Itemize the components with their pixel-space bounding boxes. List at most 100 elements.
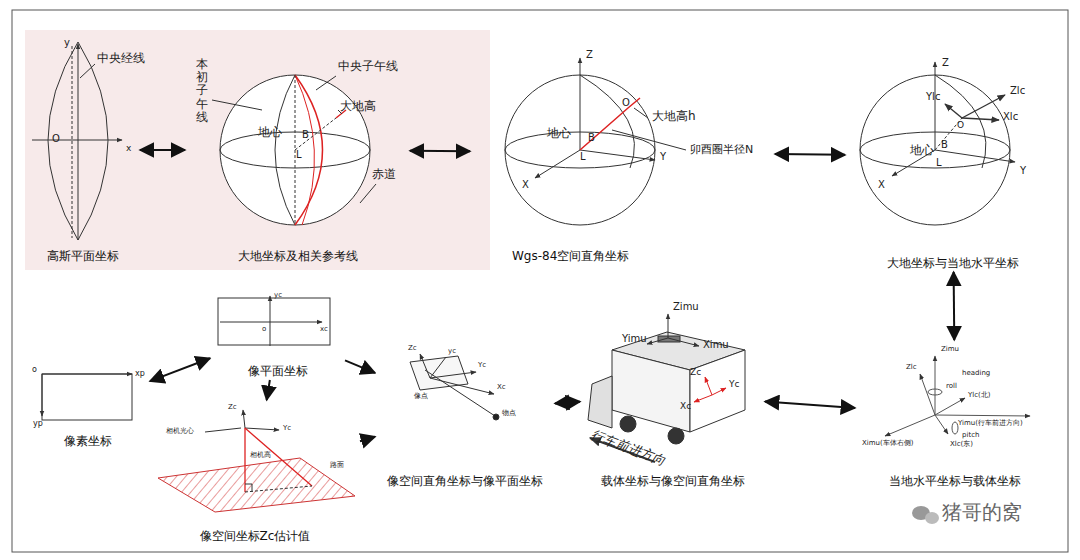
axis-label: Yimu(行车前进方向) <box>958 420 1023 427</box>
axis-label: Xc <box>680 402 691 411</box>
axis-label: 卯酉圈半径N <box>690 144 753 155</box>
image-space-axes-stroke <box>493 414 499 420</box>
transform-arrow <box>345 360 375 372</box>
axis-label: Z <box>942 58 949 68</box>
coordinate-panel: 当地水平坐标与载体坐标 <box>855 340 1055 490</box>
frame-stroke <box>12 10 1068 552</box>
axis-label: Zc <box>408 345 417 352</box>
axis-label: heading <box>962 370 990 377</box>
pixel-frame-stroke <box>42 374 43 416</box>
pixel-frame-stroke <box>42 374 132 420</box>
wgs84-sphere-stroke <box>634 108 648 118</box>
axis-label: o <box>32 366 37 374</box>
transform-arrow <box>765 402 855 408</box>
level-vehicle-axes-stroke <box>935 415 1030 416</box>
axis-label: 路面 <box>330 462 344 469</box>
axis-label: O <box>957 121 964 130</box>
image-space-axes <box>410 354 499 420</box>
image-plane-stroke <box>270 296 271 346</box>
axis-label: B <box>941 140 948 150</box>
axis-label: L <box>296 150 302 160</box>
axis-label: Zlc <box>906 364 917 371</box>
coordinate-panel: 载体坐标与像空间直角坐标 <box>580 300 765 490</box>
geodetic-sphere-stroke <box>360 184 376 203</box>
gauss-plane <box>32 42 122 240</box>
axis-label: O <box>52 134 60 144</box>
gauss-plane-stroke <box>78 44 79 240</box>
coordinate-panel: 高斯平面坐标 <box>25 35 140 265</box>
wgs84-sphere <box>505 58 686 225</box>
geodetic-sphere-stroke <box>275 75 295 225</box>
zc-estimate-stroke <box>205 428 241 432</box>
coordinate-panel: 像素坐标 <box>25 360 150 450</box>
panel-caption: 载体坐标与像空间直角坐标 <box>599 472 747 490</box>
panel-caption: Wgs-84空间直角坐标 <box>510 247 631 265</box>
transform-arrow <box>953 272 956 340</box>
panel-caption: 当地水平坐标与载体坐标 <box>887 472 1023 490</box>
axis-label: 中央子午线 <box>338 60 398 72</box>
gauss-plane-stroke <box>48 42 108 240</box>
local-level-sphere-stroke <box>935 150 1015 162</box>
axis-label: 物点 <box>502 410 516 417</box>
axis-label: Yc <box>729 380 739 389</box>
axis-label: 大地高h <box>652 110 696 122</box>
image-space-axes-stroke <box>430 378 494 394</box>
panel-caption: 像空间直角坐标与像平面坐标 <box>385 472 545 490</box>
transform-arrow <box>150 358 210 381</box>
axis-label: 地心 <box>910 144 934 156</box>
vehicle-truck-stroke <box>588 376 612 428</box>
geodetic-sphere-stroke <box>295 75 314 225</box>
local-level-sphere-stroke <box>935 75 986 168</box>
zc-estimate-stroke <box>158 458 355 512</box>
axis-label: Zimu <box>941 346 959 353</box>
vehicle-truck-stroke <box>694 395 712 402</box>
axis-label: 赤道 <box>372 168 396 180</box>
level-vehicle-axes <box>885 356 1030 436</box>
zc-estimate-stroke <box>244 428 245 492</box>
wgs84-sphere-stroke <box>580 98 640 150</box>
level-vehicle-axes-stroke <box>935 398 965 415</box>
axis-label: xc <box>320 326 328 333</box>
level-vehicle-axes-stroke <box>928 389 942 395</box>
geodetic-sphere-stroke <box>212 100 262 110</box>
vehicle-truck-stroke <box>612 350 690 432</box>
wgs84-sphere-stroke <box>580 58 581 150</box>
vehicle-truck-stroke <box>705 377 712 395</box>
frame-stroke <box>25 30 490 270</box>
pixel-frame <box>42 374 132 420</box>
transform-arrow <box>555 402 580 404</box>
axis-label: X <box>878 180 885 190</box>
level-vehicle-axes-stroke <box>952 422 958 434</box>
axis-label: 像点 <box>414 393 428 400</box>
frame <box>12 10 1068 552</box>
axis-label: roll <box>946 383 957 390</box>
vehicle-truck-stroke <box>647 338 668 344</box>
vehicle-truck-stroke <box>658 336 680 342</box>
axis-label: Ylc <box>926 92 940 102</box>
vehicle-truck-stroke <box>668 428 684 444</box>
geodetic-sphere <box>212 75 376 225</box>
axis-label: yp <box>33 420 43 428</box>
axis-label: o <box>262 326 266 333</box>
axis-label: 相机高 <box>250 452 271 459</box>
transform-arrow <box>267 380 270 400</box>
local-level-sphere-stroke <box>962 95 1005 118</box>
vehicle-truck-stroke <box>690 350 745 432</box>
image-space-axes-stroke <box>430 372 476 378</box>
watermark: 猪哥的窝 <box>942 502 1022 522</box>
axis-label: Yc <box>283 425 291 432</box>
coordinate-panel: 像空间坐标Zc估计值 <box>150 400 360 545</box>
gauss-plane-stroke <box>72 46 73 238</box>
image-space-axes-stroke <box>425 370 495 416</box>
image-plane-stroke <box>218 298 330 345</box>
panel-caption: 大地坐标及相关参考线 <box>236 247 360 265</box>
axis-label: Yc <box>478 362 486 369</box>
axis-label: L <box>580 152 586 162</box>
wgs84-sphere-stroke <box>580 150 655 160</box>
axis-label: Zc <box>690 368 701 377</box>
wgs84-sphere-stroke <box>535 150 580 178</box>
axis-label: X <box>522 180 529 190</box>
geodetic-sphere-stroke <box>295 118 336 150</box>
panel-caption: 大地坐标与当地水平坐标 <box>885 254 1021 272</box>
level-vehicle-axes-stroke <box>935 415 948 434</box>
